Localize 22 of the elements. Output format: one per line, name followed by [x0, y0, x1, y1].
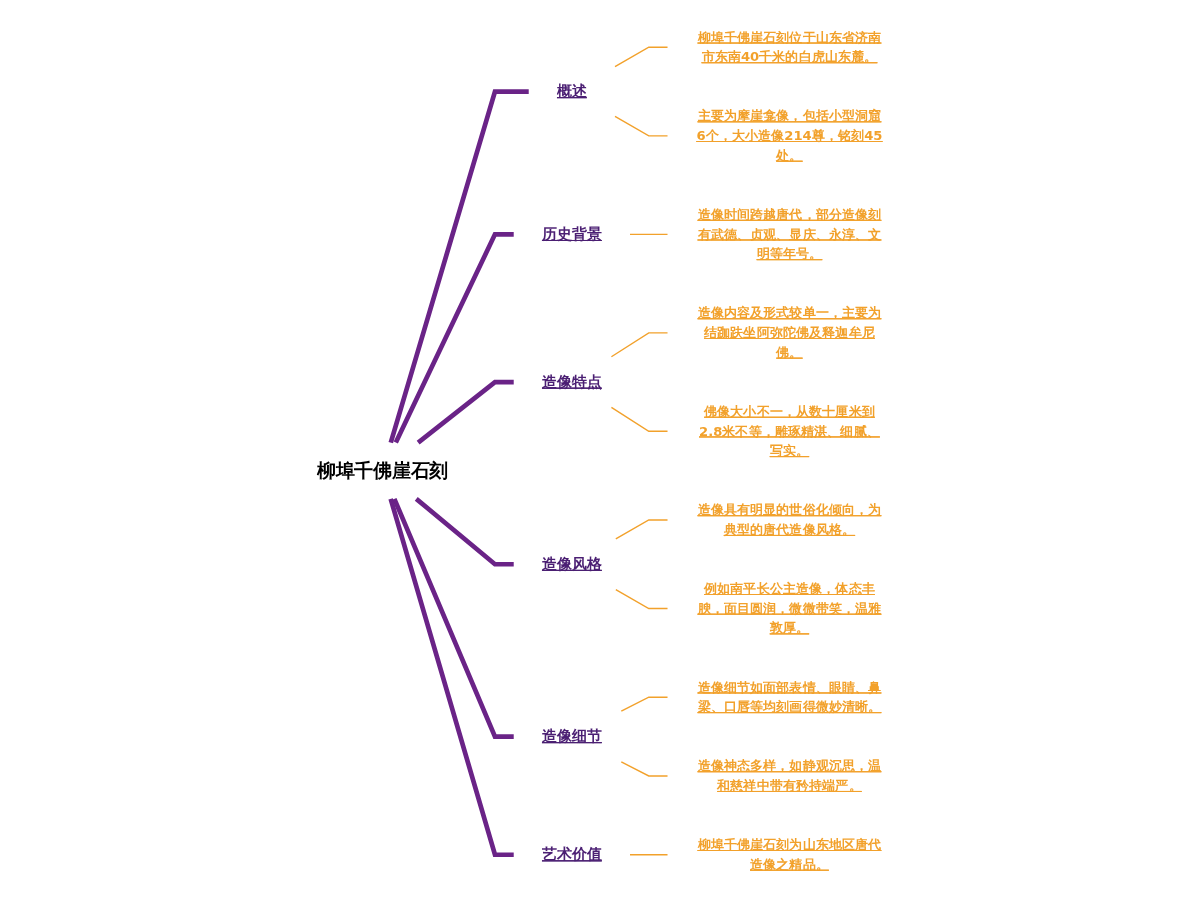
node-text: 柳埠千佛崖石刻 — [316, 459, 449, 482]
connector — [610, 332, 669, 358]
node-text: 造像风格 — [541, 554, 602, 573]
connector — [629, 854, 669, 856]
connector — [610, 406, 669, 432]
connector — [614, 46, 669, 68]
connector — [615, 588, 669, 610]
connector — [416, 379, 514, 445]
connector — [393, 232, 514, 444]
connector — [620, 696, 669, 712]
connector — [614, 115, 669, 137]
node-text: 概述 — [556, 82, 587, 101]
connector — [392, 497, 514, 739]
connector — [620, 761, 669, 777]
connector — [388, 89, 529, 444]
node-text: 造像细节 — [541, 727, 602, 746]
connector — [629, 233, 669, 236]
node-text: 艺术价值 — [541, 845, 602, 864]
connector — [414, 497, 514, 567]
connector — [388, 498, 514, 858]
node-text: 造像特点 — [541, 372, 602, 391]
connector — [615, 519, 669, 540]
